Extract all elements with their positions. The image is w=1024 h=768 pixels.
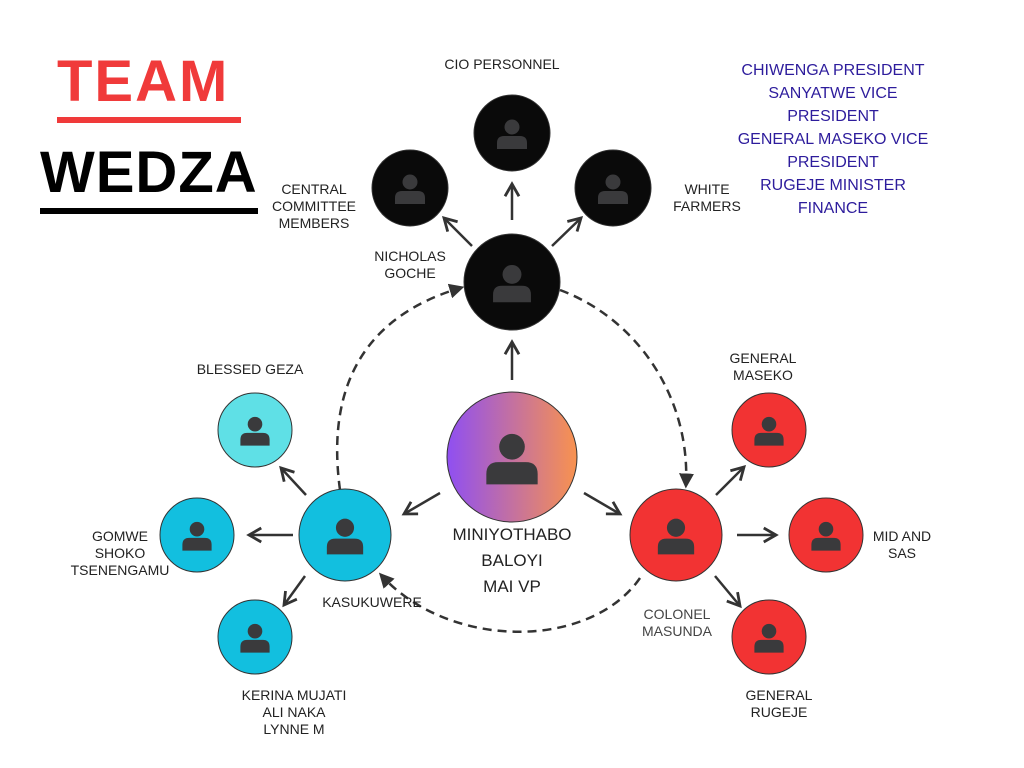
person-icon [240, 623, 270, 653]
label-kasukuwere: KASUKUWERE [322, 594, 422, 610]
label-blessed-geza: BLESSED GEZA [196, 361, 304, 377]
node-white-farmers [574, 149, 652, 227]
center-role: MAI VP [483, 577, 541, 596]
label-kerina: KERINA MUJATI ALI NAKA LYNNE M [241, 687, 347, 737]
arrow [279, 465, 307, 496]
arrow [282, 575, 307, 608]
role-item: RUGEJE MINISTER FINANCE [760, 177, 906, 217]
node-general-rugeje [731, 599, 807, 675]
person-icon [811, 521, 841, 551]
node-colonel-masunda [629, 488, 723, 582]
person-icon [754, 623, 784, 653]
person-icon [326, 518, 364, 555]
center-name-line1: MINIYOTHABO [452, 525, 572, 544]
role-item: CHIWENGA PRESIDENT [741, 62, 925, 79]
center-person-label: MINIYOTHABO BALOYI MAI VP [452, 522, 571, 600]
dashed-arrow [378, 572, 642, 633]
person-icon [493, 264, 531, 303]
team-logo-underline [57, 117, 241, 123]
node-nicholas-goche [463, 233, 561, 331]
node-gomwe [159, 497, 235, 573]
person-icon [657, 518, 695, 555]
person-icon [598, 174, 628, 204]
label-cio: CIO PERSONNEL [444, 56, 560, 72]
label-nicholas-goche: NICHOLAS GOCHE [374, 248, 446, 281]
label-general-rugeje: GENERAL RUGEJE [745, 687, 813, 720]
person-icon [486, 433, 538, 485]
label-mid-and-sas: MID AND SAS [872, 528, 932, 561]
person-icon [395, 174, 425, 204]
node-cio [473, 94, 551, 172]
node-kerina [217, 599, 293, 675]
person-icon [240, 416, 270, 446]
role-item: SANYATWE VICE PRESIDENT [768, 85, 898, 125]
team-logo-text: TEAM [57, 49, 230, 114]
node-mid-and-sas [788, 497, 864, 573]
node-kasukuwere [298, 488, 392, 582]
person-icon [182, 521, 212, 551]
center-name-line2: BALOYI [481, 551, 543, 570]
dashed-arrow [335, 283, 465, 491]
label-white-farmers: WHITE FARMERS [673, 181, 741, 214]
wedza-logo-underline [40, 208, 258, 214]
label-colonel-masunda: COLONEL MASUNDA [641, 606, 713, 639]
node-general-maseko [731, 392, 807, 468]
node-central-committee [371, 149, 449, 227]
arrow [714, 575, 742, 609]
arrow [583, 491, 623, 516]
person-icon [497, 119, 527, 149]
node-center-person [446, 391, 578, 523]
label-gomwe: GOMWE SHOKO TSENENGAMU [70, 528, 170, 578]
dashed-arrow [559, 288, 694, 489]
arrow [551, 216, 584, 247]
arrow [715, 465, 746, 496]
label-general-maseko: GENERAL MASEKO [729, 350, 797, 383]
role-item: GENERAL MASEKO VICE PRESIDENT [737, 131, 929, 171]
label-central-committee: CENTRAL COMMITTEE MEMBERS [272, 181, 356, 231]
arrow [442, 216, 473, 247]
node-blessed-geza [217, 392, 293, 468]
arrow [401, 491, 441, 516]
roles-list: CHIWENGA PRESIDENT SANYATWE VICE PRESIDE… [738, 59, 929, 220]
wedza-logo-text: WEDZA [40, 140, 258, 205]
person-icon [754, 416, 784, 446]
